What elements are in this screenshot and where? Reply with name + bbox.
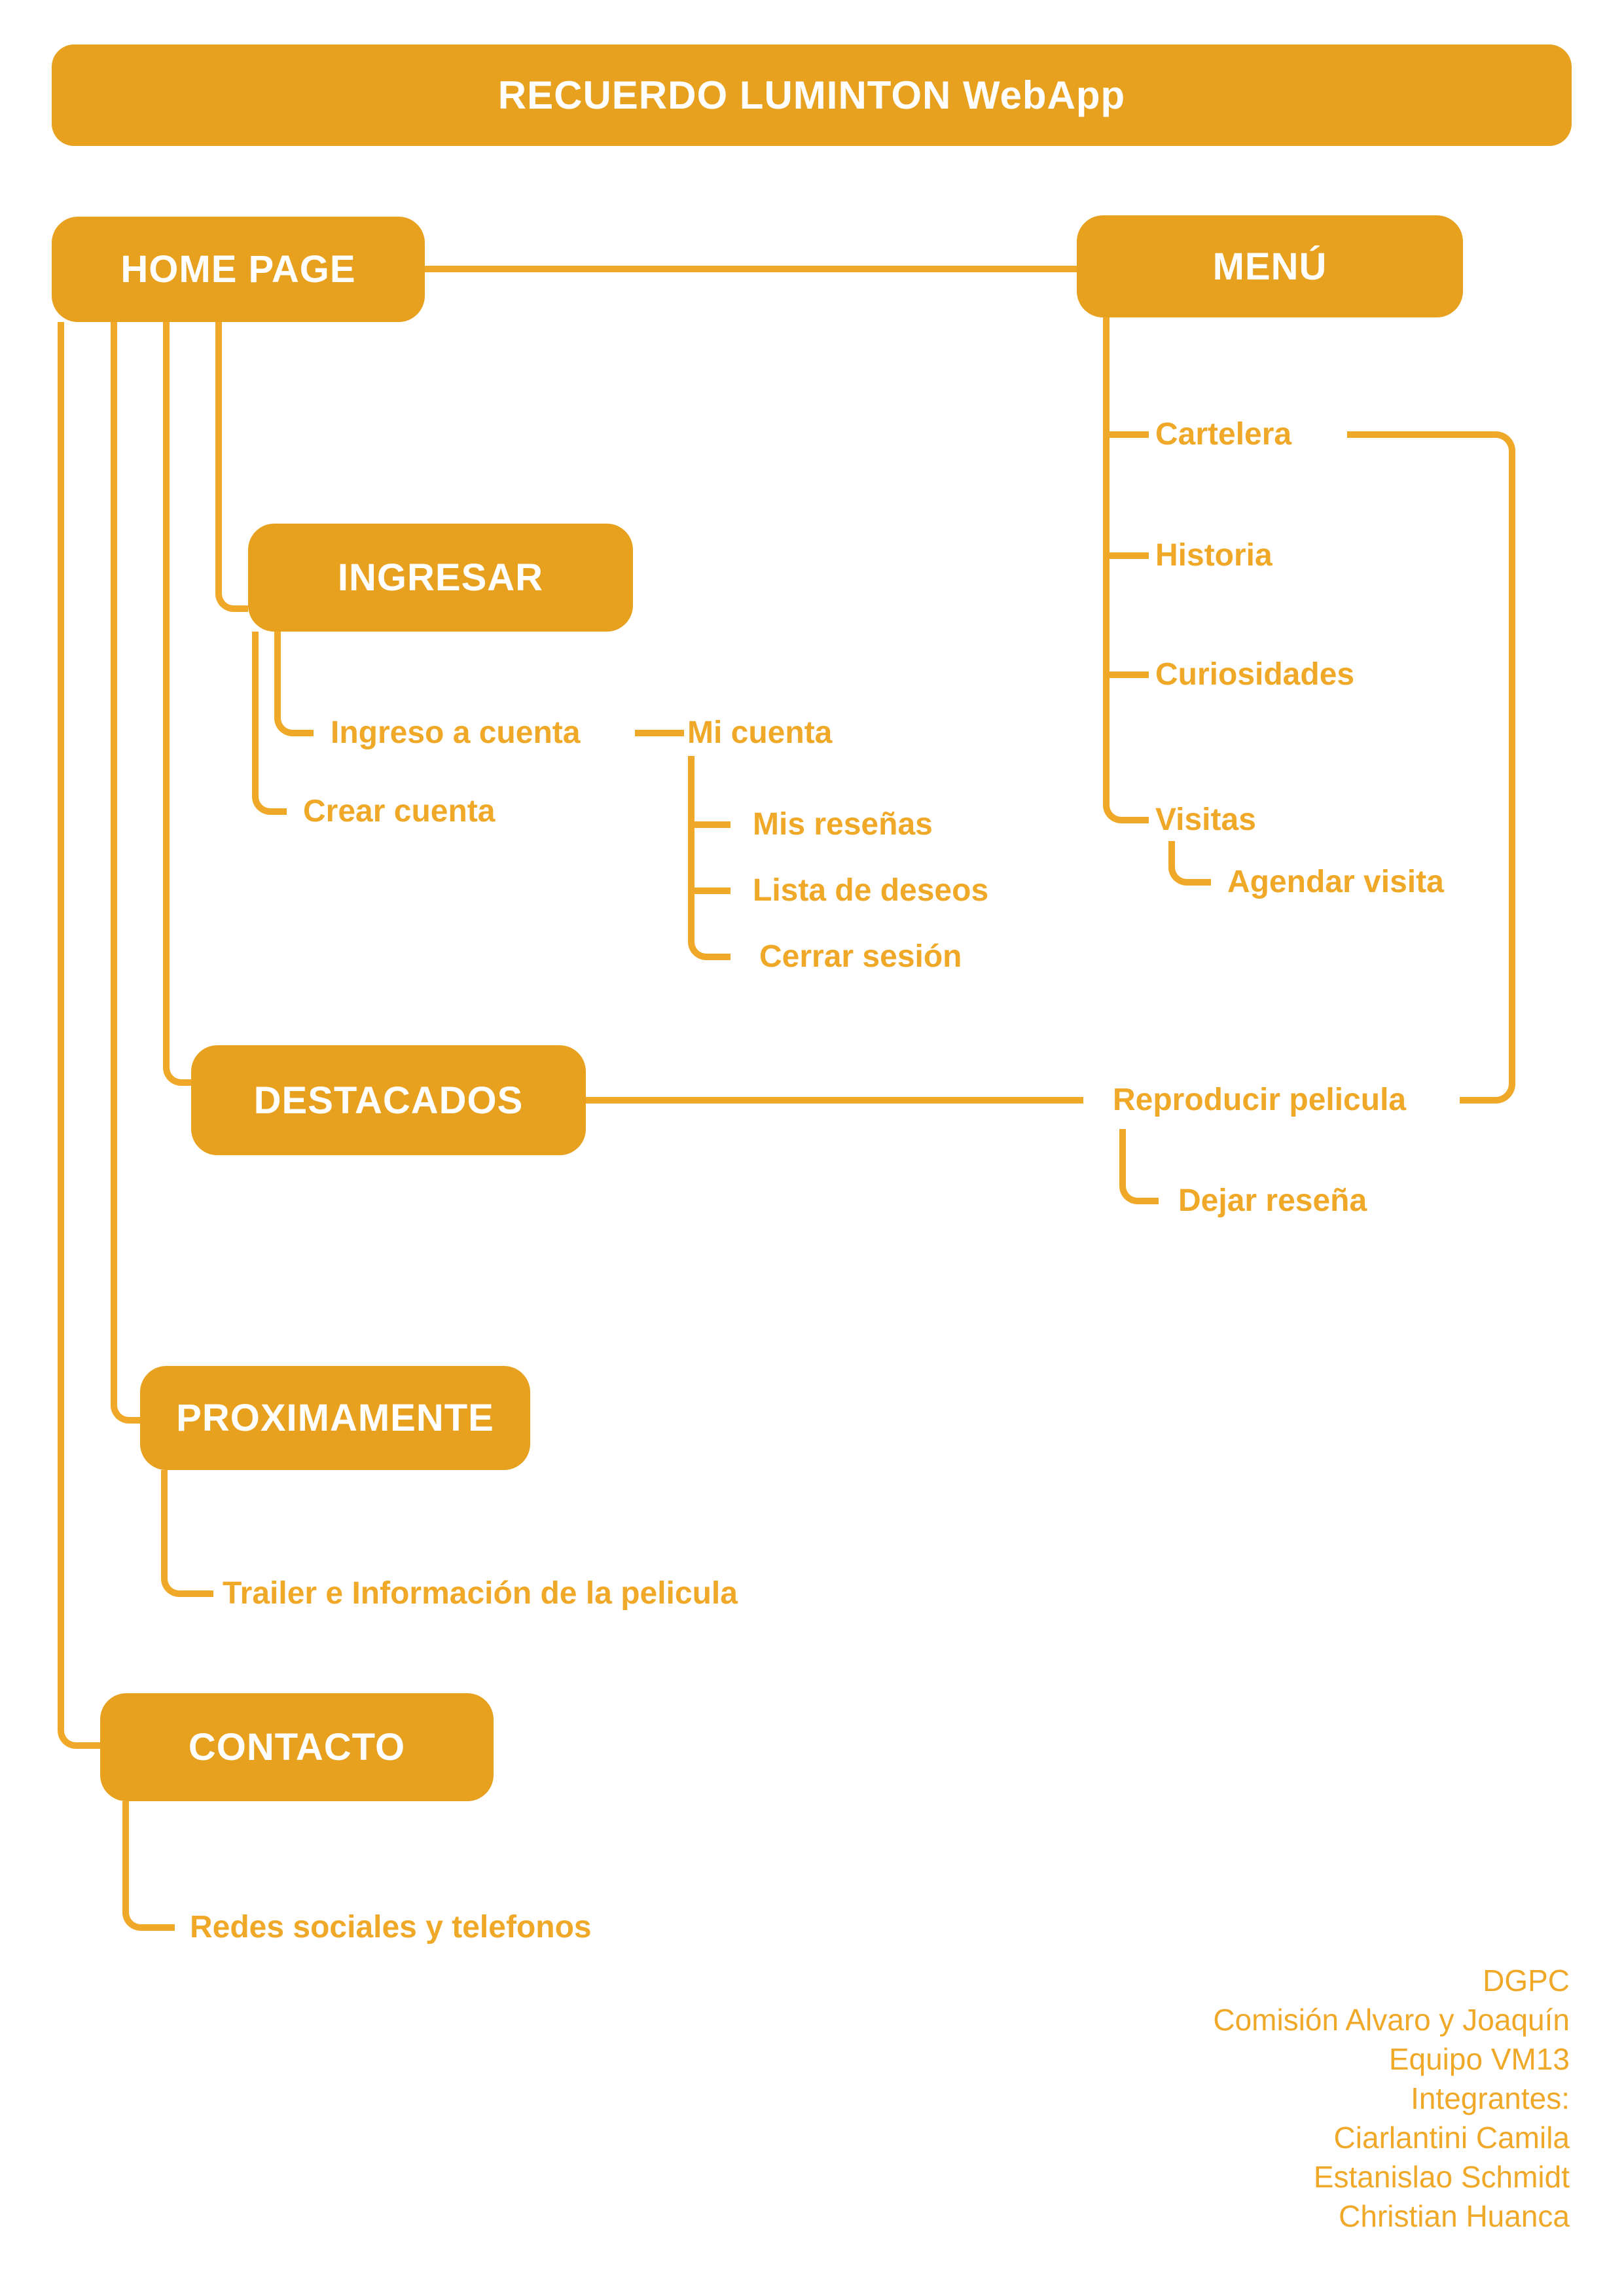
connector-home-ingresar [215, 322, 248, 612]
leaf-curiosidades: Curiosidades [1155, 657, 1355, 692]
credits-line: Estanislao Schmidt [1313, 2160, 1570, 2194]
connector-visitas-agendar [1168, 841, 1211, 886]
leaf-mi-cuenta: Mi cuenta [687, 715, 833, 750]
leaf-redes-sociales: Redes sociales y telefonos [190, 1910, 592, 1945]
leaf-lista-de-deseos: Lista de deseos [753, 873, 989, 908]
leaf-visitas: Visitas [1155, 802, 1256, 837]
node-menu: MENÚ [1077, 215, 1463, 317]
leaf-cartelera: Cartelera [1155, 417, 1292, 452]
connector-destacados-reproducir [586, 1097, 1083, 1103]
page-title: RECUERDO LUMINTON WebApp [497, 73, 1126, 117]
connector-home-menu [425, 266, 1077, 272]
node-ingresar-label: INGRESAR [337, 556, 544, 599]
leaf-reproducir-pelicula: Reproducir pelicula [1113, 1083, 1407, 1117]
leaf-trailer-informacion: Trailer e Información de la pelicula [223, 1576, 738, 1611]
node-proximamente-label: PROXIMAMENTE [176, 1397, 494, 1439]
connector-tick-mis-resenas [688, 821, 731, 828]
leaf-crear-cuenta: Crear cuenta [303, 794, 496, 829]
connector-cartelera-down-bottom [1460, 628, 1515, 1103]
connector-menu-trunk [1103, 317, 1149, 823]
connector-tick-historia [1103, 552, 1149, 559]
credits-line: Integrantes: [1411, 2081, 1570, 2115]
connector-ingreso-micuenta [635, 730, 684, 736]
connector-proximamente-trailer [161, 1470, 213, 1597]
node-contacto: CONTACTO [100, 1693, 494, 1801]
node-home-page: HOME PAGE [52, 217, 425, 322]
credits-line: Equipo VM13 [1388, 2042, 1570, 2076]
connector-micuenta-trunk [688, 756, 731, 960]
node-home-page-label: HOME PAGE [120, 248, 356, 291]
leaf-agendar-visita: Agendar visita [1227, 865, 1444, 899]
credits-line: Ciarlantini Camila [1333, 2121, 1570, 2155]
leaf-ingreso-a-cuenta: Ingreso a cuenta [331, 715, 581, 750]
leaf-historia: Historia [1155, 538, 1272, 573]
credits-block: DGPC Comisión Alvaro y Joaquín Equipo VM… [1213, 1961, 1570, 2236]
connector-contacto-redes [122, 1801, 175, 1931]
leaf-dejar-resena: Dejar reseña [1178, 1183, 1367, 1218]
credits-line: Comisión Alvaro y Joaquín [1213, 2003, 1570, 2037]
node-destacados-label: DESTACADOS [253, 1079, 524, 1122]
connector-home-contacto [58, 322, 100, 1749]
connector-reproducir-dejar [1119, 1129, 1159, 1204]
connector-ingresar-ingreso [274, 632, 314, 736]
connector-home-destacados [163, 322, 191, 1086]
connector-tick-lista-deseos [688, 888, 731, 894]
leaf-mis-resenas: Mis reseñas [753, 807, 933, 842]
connector-home-proximamente [111, 322, 140, 1424]
node-contacto-label: CONTACTO [188, 1726, 406, 1768]
connector-tick-cartelera [1103, 431, 1149, 438]
app-title-bar: RECUERDO LUMINTON WebApp [52, 45, 1572, 146]
credits-line: Christian Huanca [1339, 2199, 1570, 2233]
leaf-cerrar-sesion: Cerrar sesión [759, 939, 962, 974]
connector-ingresar-crear [252, 632, 287, 815]
connector-cartelera-down-top [1347, 431, 1515, 628]
node-proximamente: PROXIMAMENTE [140, 1366, 530, 1470]
node-ingresar: INGRESAR [248, 524, 633, 632]
credits-line: DGPC [1483, 1964, 1570, 1998]
node-menu-label: MENÚ [1212, 245, 1327, 288]
connector-tick-curiosidades [1103, 672, 1149, 678]
node-destacados: DESTACADOS [191, 1045, 586, 1155]
